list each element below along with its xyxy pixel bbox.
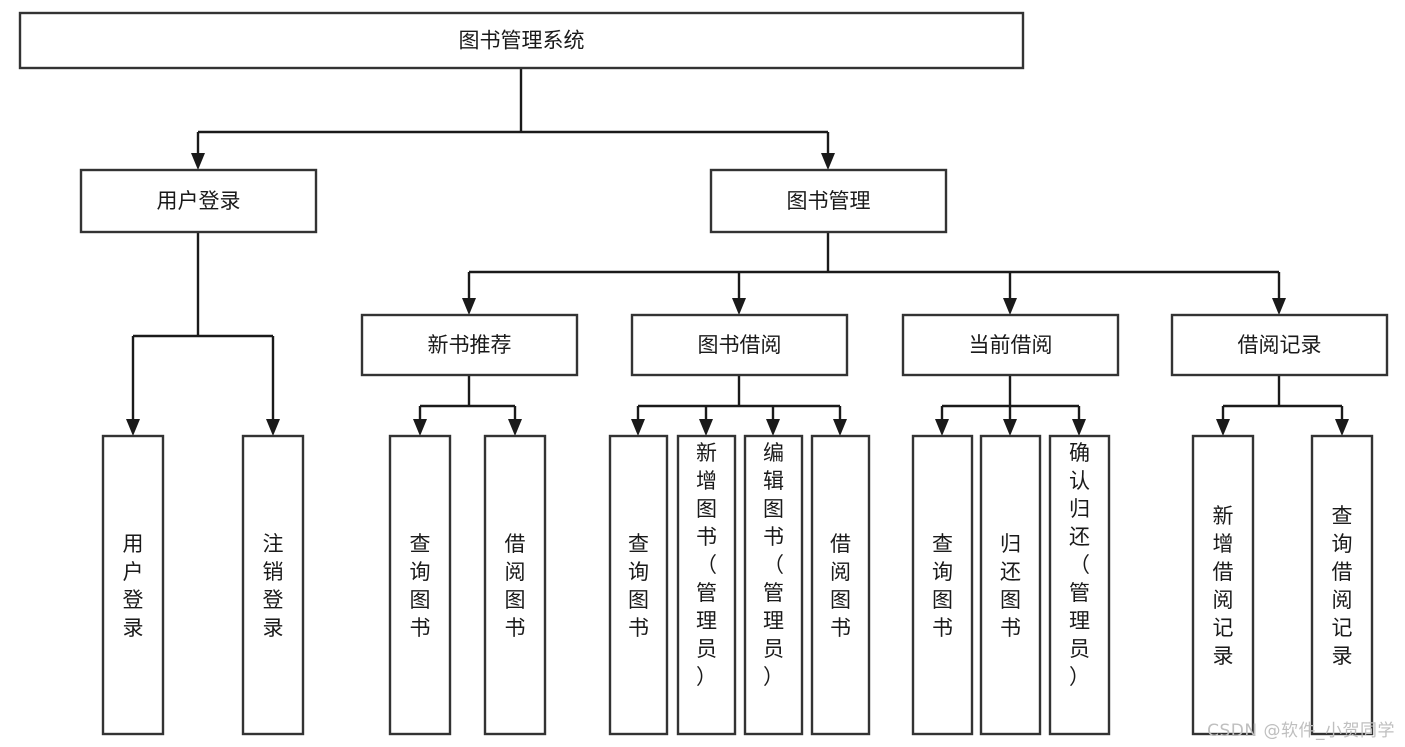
node-label-root: 图书管理系统 <box>459 29 585 53</box>
node-leaf-borrow-book[interactable]: 借阅图书 <box>810 434 871 736</box>
connector-user-login-bus <box>126 232 280 436</box>
nodes-layer: 图书管理系统用户登录图书管理新书推荐图书借阅当前借阅借阅记录用户登录注销登录查询… <box>18 11 1389 736</box>
node-label-leaf-add-book: 新增图书（管理员） <box>696 441 717 689</box>
node-box-leaf-confirm-return <box>1048 434 1111 736</box>
node-box-book-borrow <box>630 313 849 377</box>
node-borrow-record[interactable]: 借阅记录 <box>1170 313 1389 377</box>
node-box-leaf-query-record <box>1310 434 1374 736</box>
node-leaf-borrow-book-rec[interactable]: 借阅图书 <box>483 434 547 736</box>
node-label-leaf-query-book: 查询图书 <box>628 532 649 640</box>
connector-new-book-bus <box>413 375 522 436</box>
node-label-leaf-query-book-rec: 查询图书 <box>410 532 431 640</box>
node-label-new-book-recommend: 新书推荐 <box>428 333 512 357</box>
connector-root-bus <box>191 68 835 170</box>
node-leaf-confirm-return[interactable]: 确认归还（管理员） <box>1048 434 1111 736</box>
node-current-borrow[interactable]: 当前借阅 <box>901 313 1120 377</box>
node-leaf-user-login[interactable]: 用户登录 <box>101 434 165 736</box>
node-box-new-book-recommend <box>360 313 579 377</box>
connector-borrow-record-bus <box>1216 375 1349 436</box>
node-root[interactable]: 图书管理系统 <box>18 11 1025 70</box>
node-box-book-manage <box>709 168 948 234</box>
node-label-leaf-borrow-book-rec: 借阅图书 <box>505 532 526 640</box>
node-leaf-edit-book[interactable]: 编辑图书（管理员） <box>743 434 804 736</box>
connector-book-borrow-bus <box>631 375 847 436</box>
node-leaf-return-book[interactable]: 归还图书 <box>979 434 1042 736</box>
node-new-book-recommend[interactable]: 新书推荐 <box>360 313 579 377</box>
node-label-current-borrow: 当前借阅 <box>969 333 1053 357</box>
node-book-manage[interactable]: 图书管理 <box>709 168 948 234</box>
node-label-leaf-edit-book: 编辑图书（管理员） <box>763 441 784 689</box>
node-box-leaf-user-login <box>101 434 165 736</box>
node-box-leaf-borrow-book-rec <box>483 434 547 736</box>
node-box-leaf-return-book <box>979 434 1042 736</box>
node-box-root <box>18 11 1025 70</box>
node-leaf-add-record[interactable]: 新增借阅记录 <box>1191 434 1255 736</box>
node-leaf-query-book[interactable]: 查询图书 <box>608 434 669 736</box>
node-label-leaf-confirm-return: 确认归还（管理员） <box>1069 441 1090 689</box>
node-label-leaf-query-record: 查询借阅记录 <box>1332 504 1353 668</box>
watermark-label: CSDN @软件_小贺同学 <box>1207 721 1395 741</box>
node-box-leaf-query-book <box>608 434 669 736</box>
node-label-leaf-user-login: 用户登录 <box>123 532 144 640</box>
node-box-leaf-borrow-book <box>810 434 871 736</box>
node-label-leaf-borrow-book: 借阅图书 <box>830 532 851 640</box>
node-label-book-manage: 图书管理 <box>787 189 871 213</box>
connector-current-borrow-bus <box>935 375 1086 436</box>
node-box-leaf-edit-book <box>743 434 804 736</box>
node-box-leaf-query-book-rec <box>388 434 452 736</box>
node-book-borrow[interactable]: 图书借阅 <box>630 313 849 377</box>
node-box-leaf-add-record <box>1191 434 1255 736</box>
node-box-borrow-record <box>1170 313 1389 377</box>
node-user-login[interactable]: 用户登录 <box>79 168 318 234</box>
node-box-leaf-add-book <box>676 434 737 736</box>
node-label-leaf-return-book: 归还图书 <box>1000 532 1021 640</box>
connectors-layer <box>126 68 1349 436</box>
node-label-leaf-add-record: 新增借阅记录 <box>1213 504 1234 668</box>
node-leaf-query-book-rec[interactable]: 查询图书 <box>388 434 452 736</box>
node-box-leaf-logout <box>241 434 305 736</box>
node-leaf-query-record[interactable]: 查询借阅记录 <box>1310 434 1374 736</box>
node-leaf-query-book-cur[interactable]: 查询图书 <box>911 434 974 736</box>
node-label-book-borrow: 图书借阅 <box>698 333 782 357</box>
node-label-user-login: 用户登录 <box>157 189 241 213</box>
node-leaf-add-book[interactable]: 新增图书（管理员） <box>676 434 737 736</box>
node-box-leaf-query-book-cur <box>911 434 974 736</box>
node-box-current-borrow <box>901 313 1120 377</box>
connector-book-manage-bus <box>462 232 1286 315</box>
node-label-borrow-record: 借阅记录 <box>1238 333 1322 357</box>
node-leaf-logout[interactable]: 注销登录 <box>241 434 305 736</box>
node-label-leaf-logout: 注销登录 <box>263 532 284 640</box>
node-box-user-login <box>79 168 318 234</box>
node-label-leaf-query-book-cur: 查询图书 <box>932 532 953 640</box>
